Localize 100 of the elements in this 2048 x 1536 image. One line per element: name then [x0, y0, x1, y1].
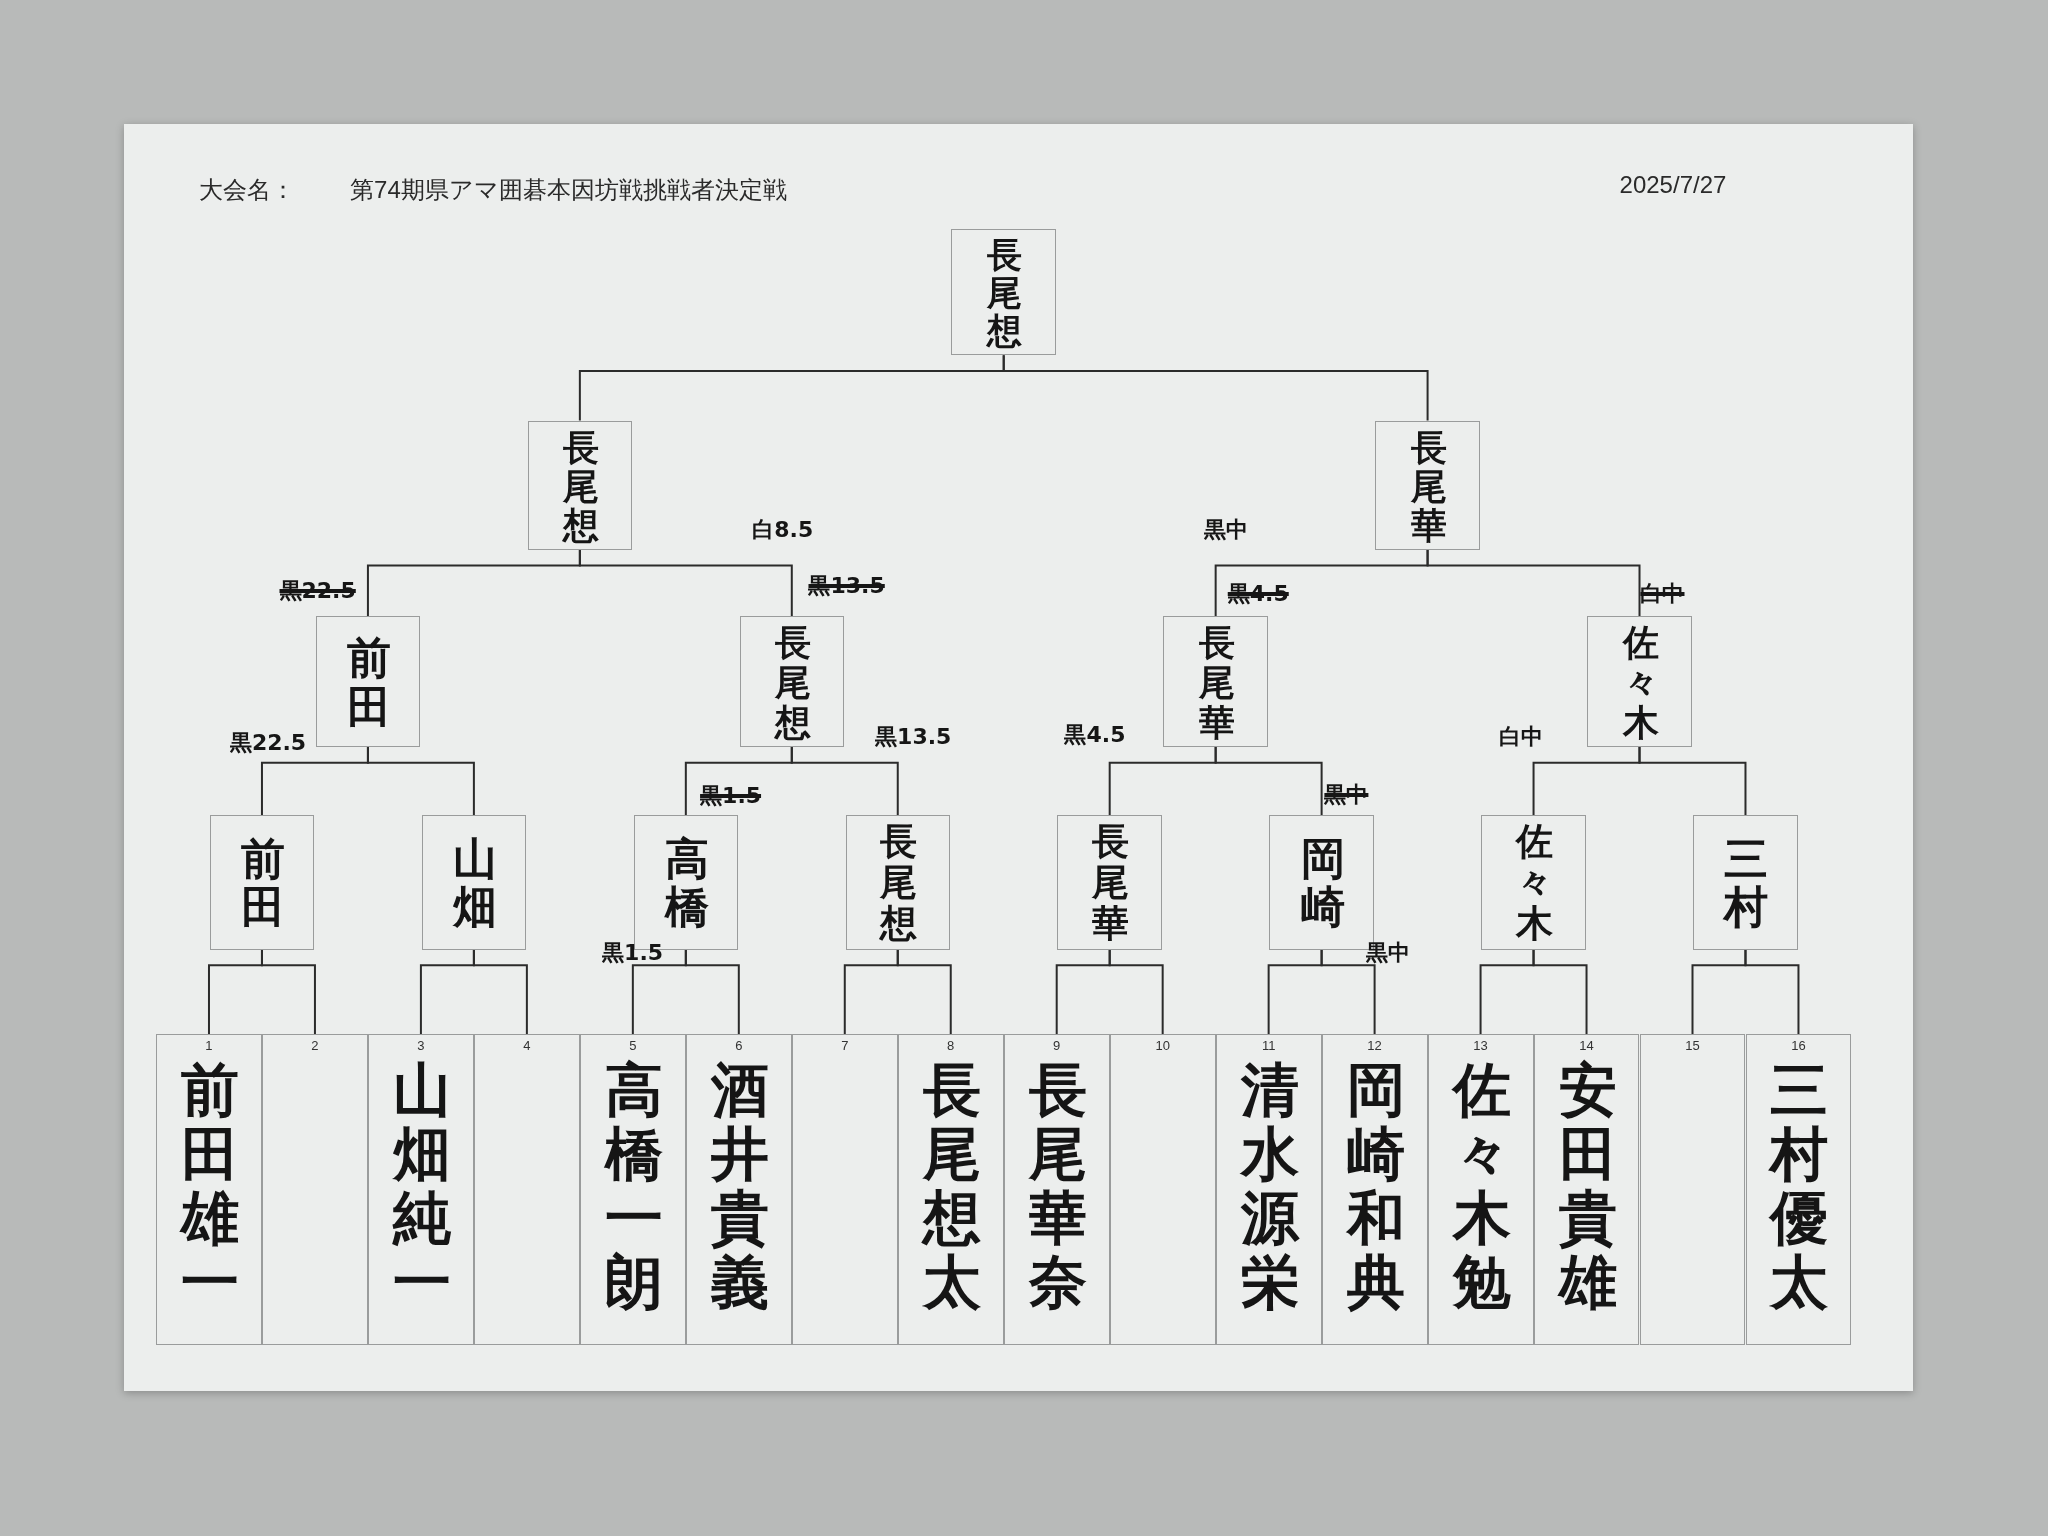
winner-box: [1587, 616, 1692, 748]
bracket-line: [1426, 548, 1641, 618]
player-name: 三村: [1724, 834, 1769, 932]
struck-result: 黒4.5: [1227, 579, 1289, 608]
entry-number: 14: [1578, 1038, 1595, 1054]
struck-result: 黒13.5: [808, 571, 885, 600]
entry-number: 16: [1790, 1038, 1807, 1054]
entry-number: 12: [1366, 1038, 1383, 1054]
player-name: 長尾華: [1092, 822, 1130, 945]
player-name: 三村優太: [1770, 1059, 1829, 1315]
winner-box: [1057, 815, 1162, 950]
player-name: 長尾想: [880, 822, 918, 945]
entry-cell: [261, 1034, 368, 1346]
struck-result: 黒1.5: [700, 782, 762, 811]
winner-box: [951, 228, 1056, 356]
bracket-line: [1002, 354, 1429, 422]
winner-box: [209, 815, 315, 950]
entry-number: 9: [1052, 1038, 1062, 1054]
bracket-line: [1744, 948, 1800, 1036]
player-name: 長尾想: [987, 235, 1023, 351]
bracket-line: [366, 746, 475, 816]
entry-cell: [473, 1034, 580, 1346]
entry-number: 2: [310, 1038, 320, 1054]
winner-box: [1375, 420, 1480, 550]
entry-cell: [897, 1034, 1004, 1346]
entry-number: 11: [1260, 1038, 1277, 1054]
bracket-line: [1320, 948, 1376, 1036]
game-result: 黒中: [1366, 938, 1411, 967]
player-name: 前田: [346, 634, 391, 732]
player-name: 山畑: [452, 834, 497, 932]
player-name: 岡崎: [1300, 834, 1345, 932]
player-name: 高橋一朗: [604, 1059, 663, 1315]
entry-cell: [1321, 1034, 1428, 1346]
bracket-line: [896, 948, 952, 1036]
entry-number: 10: [1154, 1038, 1171, 1054]
bracket-line: [1214, 746, 1323, 816]
player-name: 山畑純一: [392, 1059, 451, 1315]
header-text: 2025/7/27: [1619, 171, 1727, 200]
header-text: 大会名：: [198, 174, 295, 205]
player-name: 佐々木: [1515, 822, 1554, 945]
player-name: 長尾想: [774, 623, 811, 743]
entry-cell: [791, 1034, 898, 1346]
game-result: 黒13.5: [875, 723, 952, 752]
bracket-line: [790, 746, 899, 816]
entry-cell: [1533, 1034, 1640, 1346]
game-result: 黒4.5: [1064, 720, 1126, 749]
player-name: 長尾想太: [922, 1059, 981, 1315]
game-result: 黒22.5: [229, 728, 307, 757]
entry-cell: [1215, 1034, 1322, 1346]
bracket-line: [578, 548, 793, 618]
entry-cell: [367, 1034, 474, 1346]
winner-box: [315, 616, 421, 748]
entry-number: 15: [1684, 1038, 1701, 1054]
bracket-line: [684, 948, 740, 1036]
bracket-line: [1532, 948, 1588, 1036]
player-name: 清水源栄: [1240, 1059, 1299, 1315]
player-name: 前田: [240, 834, 285, 932]
struck-result: 黒22.5: [279, 577, 356, 605]
struck-result: 白中: [1640, 579, 1685, 608]
player-name: 長尾華奈: [1028, 1059, 1087, 1315]
winner-box: [739, 616, 844, 748]
entry-number: 4: [522, 1038, 532, 1054]
bracket-line: [1108, 948, 1164, 1036]
player-name: 長尾華: [1198, 623, 1235, 743]
winner-box: [1693, 815, 1798, 950]
player-name: 佐々木勉: [1452, 1059, 1511, 1315]
player-name: 酒井貴義: [710, 1059, 769, 1315]
entry-cell: [579, 1034, 686, 1346]
player-name: 長尾華: [1410, 427, 1447, 545]
entry-number: 7: [840, 1038, 850, 1054]
bracket-line: [260, 948, 316, 1036]
player-name: 長尾想: [563, 427, 599, 545]
bracket-line: [1638, 746, 1747, 816]
winner-box: [421, 815, 527, 950]
player-name: 高橋: [664, 834, 709, 932]
player-name: 安田貴雄: [1558, 1059, 1617, 1315]
player-name: 岡崎和典: [1346, 1059, 1405, 1315]
struck-result: 黒中: [1324, 780, 1369, 809]
game-result: 黒中: [1204, 515, 1249, 544]
entry-number: 5: [628, 1038, 638, 1054]
entry-number: 13: [1472, 1038, 1489, 1054]
entry-number: 8: [946, 1038, 956, 1054]
winner-box: [845, 815, 950, 950]
game-result: 黒1.5: [602, 938, 664, 967]
entry-cell: [1109, 1034, 1216, 1346]
player-name: 佐々木: [1622, 623, 1659, 743]
tournament-title: 第74期県アマ囲碁本因坊戦挑戦者決定戦: [350, 174, 787, 205]
player-name: 前田雄一: [180, 1059, 239, 1315]
entry-cell: [156, 1034, 262, 1346]
winner-box: [1481, 815, 1586, 950]
entry-number: 3: [416, 1038, 426, 1054]
entry-number: 1: [204, 1038, 214, 1054]
entry-cell: [685, 1034, 792, 1346]
game-result: 白中: [1499, 723, 1544, 752]
winner-box: [527, 420, 633, 550]
game-result: 白8.5: [752, 515, 814, 544]
entry-cell: [1745, 1034, 1852, 1346]
entry-cell: [1003, 1034, 1110, 1346]
entry-cell: [1639, 1034, 1746, 1346]
entry-cell: [1427, 1034, 1534, 1346]
